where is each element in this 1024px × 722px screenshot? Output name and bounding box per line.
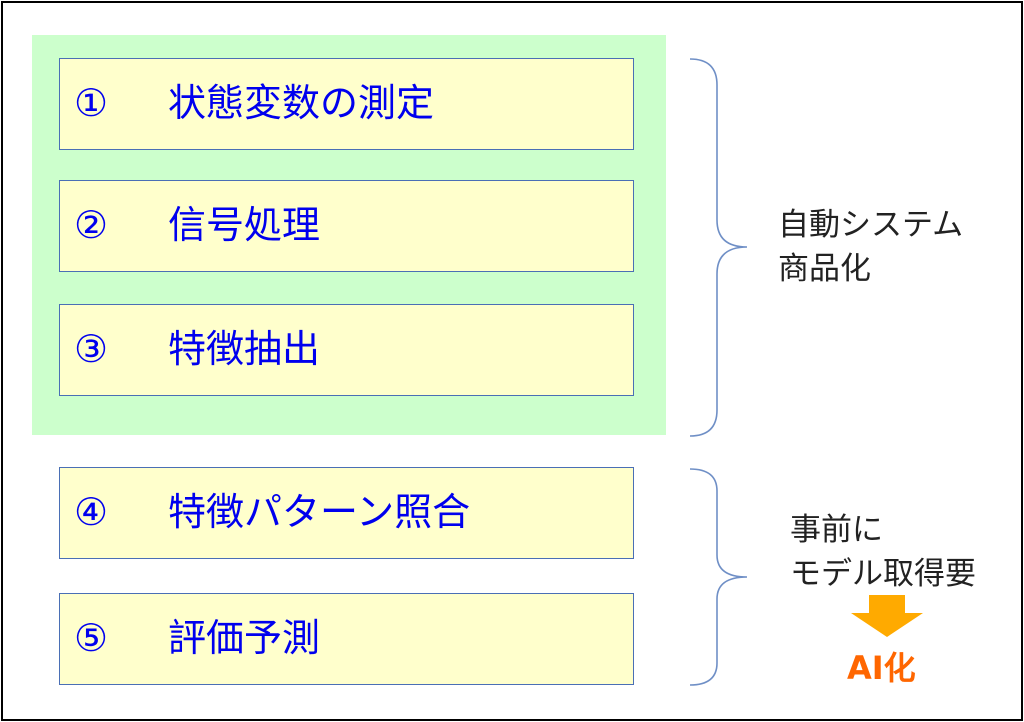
upper-curly-brace xyxy=(689,58,748,437)
step-box-3: ③ 特徴抽出 xyxy=(59,304,634,396)
step-label: 特徴パターン照合 xyxy=(168,490,471,535)
model-note-line-1: 事前に xyxy=(790,512,883,548)
down-arrow-icon xyxy=(851,595,923,637)
step-box-2: ② 信号処理 xyxy=(59,180,634,272)
step-label: 状態変数の測定 xyxy=(168,81,435,126)
lower-curly-brace xyxy=(689,468,748,686)
step-number: ③ xyxy=(74,327,109,372)
automation-note: 自動システム 商品化 xyxy=(778,203,963,291)
step-number: ⑤ xyxy=(74,616,109,661)
step-number: ④ xyxy=(74,490,109,535)
step-label: 信号処理 xyxy=(168,203,321,248)
automation-note-line-2: 商品化 xyxy=(778,251,871,287)
ai-conversion-label: AI化 xyxy=(847,649,916,687)
step-box-1: ① 状態変数の測定 xyxy=(59,58,634,150)
step-number: ① xyxy=(74,81,109,126)
step-box-5: ⑤ 評価予測 xyxy=(59,593,634,685)
model-requirement-note: 事前に モデル取得要 xyxy=(790,508,976,596)
automation-note-line-1: 自動システム xyxy=(778,207,964,243)
step-number: ② xyxy=(74,203,109,248)
step-label: 評価予測 xyxy=(168,616,321,661)
model-note-line-2: モデル取得要 xyxy=(790,556,976,592)
step-box-4: ④ 特徴パターン照合 xyxy=(59,467,634,559)
step-label: 特徴抽出 xyxy=(168,327,321,372)
